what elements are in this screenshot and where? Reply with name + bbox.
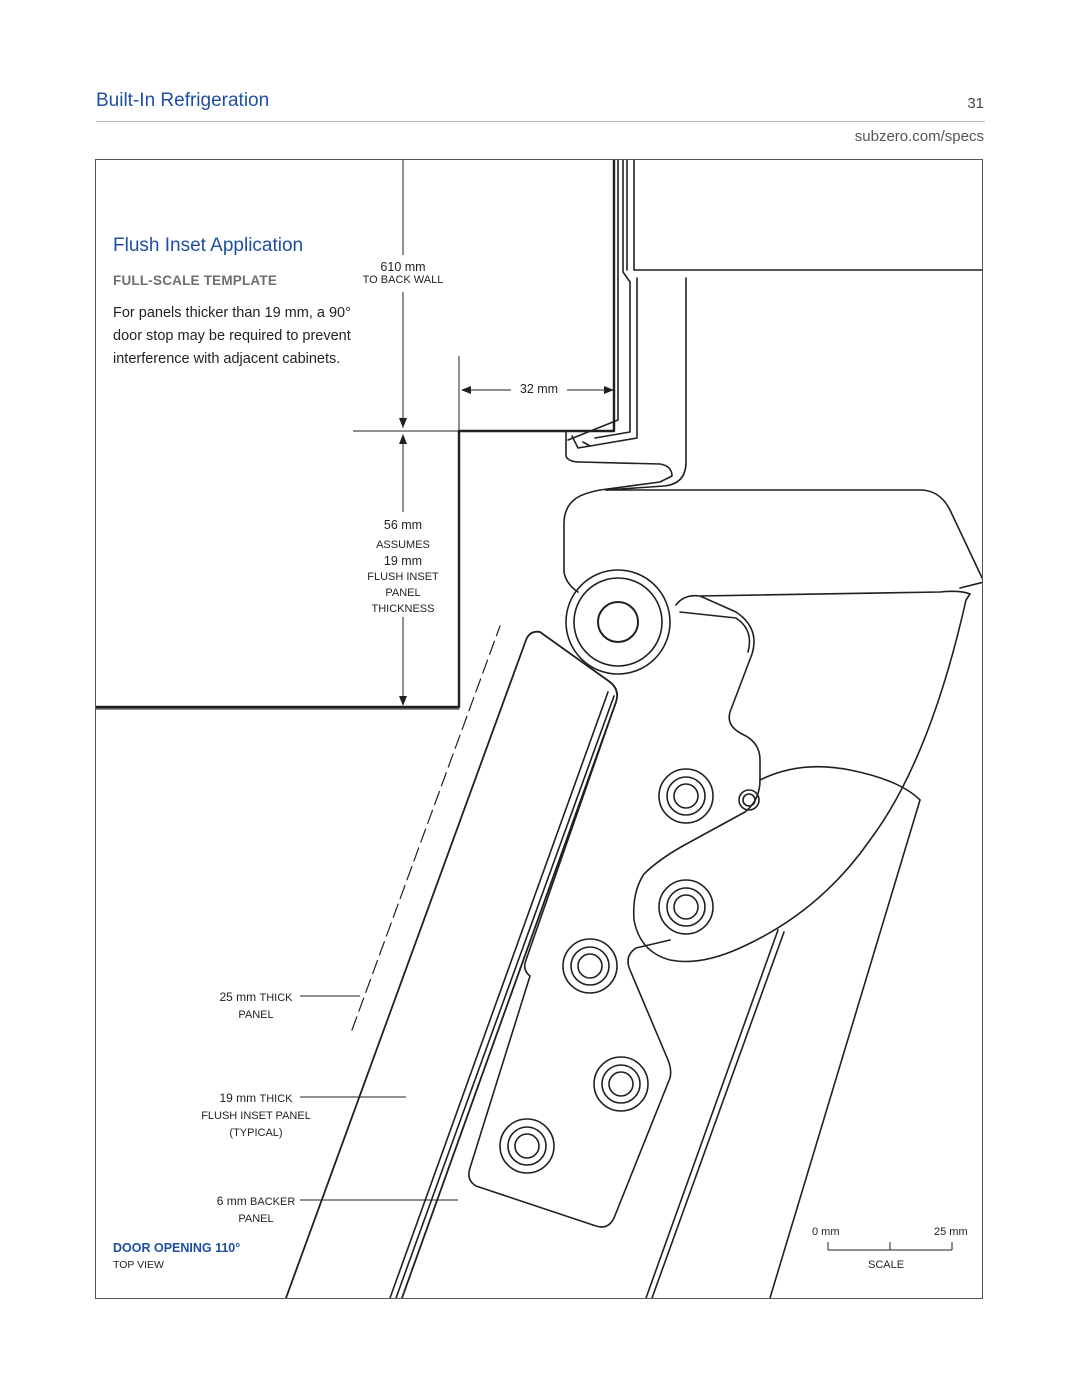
door-backer-line-2 <box>651 931 785 1298</box>
section-title: Flush Inset Application <box>113 235 304 256</box>
hinge-plate <box>468 701 672 1228</box>
door-outer-line <box>769 799 921 1298</box>
section-subtitle: FULL-SCALE TEMPLATE <box>113 273 278 288</box>
callout-19mm-panel: 19 mm THICK FLUSH INSET PANEL (TYPICAL) <box>201 1091 311 1139</box>
wall-layer-1 <box>567 160 619 441</box>
thick-panel-dashed-2 <box>406 940 458 1096</box>
dim-610-label: 610 mm TO BACK WALL <box>362 260 444 286</box>
dim-56-label: 56 mm ASSUMES 19 mm FLUSH INSET PANEL TH… <box>367 518 439 615</box>
specs-url: subzero.com/specs <box>854 128 984 145</box>
template-frame <box>95 159 983 1299</box>
wall-layer-4 <box>582 277 638 447</box>
callout-25mm-panel: 25 mm THICK PANEL <box>219 990 293 1021</box>
hinge-arm-curve <box>759 765 921 801</box>
hinge-arm <box>632 590 971 963</box>
hinge-housing <box>563 499 579 593</box>
gasket-clip <box>565 431 673 501</box>
hinge-housing-lower <box>959 581 982 589</box>
wall-layer-5 <box>605 277 687 491</box>
dim-32-label: 32 mm <box>519 382 559 396</box>
gasket-clip-inner <box>571 435 591 449</box>
pivot-ring <box>573 577 663 667</box>
hinge-housing-body <box>605 489 982 580</box>
callout-6mm-backer: 6 mm BACKER PANEL <box>216 1194 296 1225</box>
header-divider <box>96 121 985 122</box>
thick-panel-dashed-1 <box>351 625 501 1031</box>
door-backer-line-1 <box>645 929 779 1298</box>
scale-label: SCALE <box>868 1259 905 1271</box>
refrigerator-cabinet <box>633 160 982 271</box>
pivot-outer <box>565 569 671 675</box>
view-label: TOP VIEW <box>113 1259 164 1271</box>
door-panel-outer <box>285 630 619 1298</box>
door-opening-label: DOOR OPENING 110° <box>113 1241 241 1255</box>
door-panel-layer-2 <box>395 695 615 1298</box>
hinge-arm-inner <box>679 611 751 653</box>
scale-start: 0 mm <box>812 1226 840 1238</box>
wall-layer-2 <box>594 160 631 439</box>
pivot-pin <box>597 601 639 643</box>
door-panel-layer-1 <box>389 691 609 1298</box>
page-header-title: Built-In Refrigeration <box>96 90 270 111</box>
section-body: For panels thicker than 19 mm, a 90° doo… <box>113 305 351 367</box>
scale-end: 25 mm <box>934 1226 968 1238</box>
page-number: 31 <box>967 95 984 112</box>
